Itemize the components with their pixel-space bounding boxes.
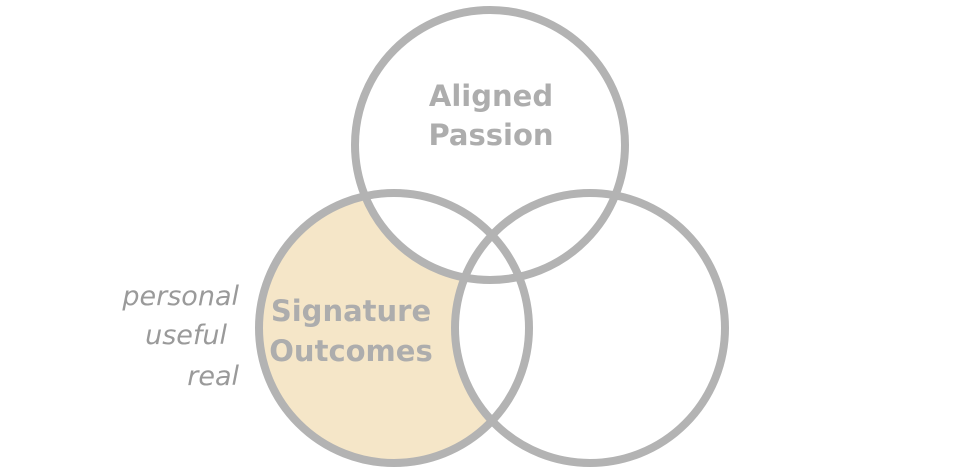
third-circle bbox=[451, 189, 729, 467]
side-note-useful: useful bbox=[145, 320, 227, 351]
aligned-passion-circle bbox=[351, 6, 629, 284]
signature-outcomes-highlight bbox=[259, 193, 529, 463]
aligned-passion-label-line2: Passion bbox=[428, 118, 553, 152]
signature-outcomes-label: Signature bbox=[271, 294, 431, 328]
side-note-personal: personal bbox=[121, 281, 239, 312]
aligned-passion-label: Aligned bbox=[429, 79, 553, 113]
signature-outcomes-circle bbox=[255, 189, 533, 467]
side-note-real: real bbox=[187, 361, 239, 392]
signature-outcomes-label-line2: Outcomes bbox=[269, 334, 432, 368]
